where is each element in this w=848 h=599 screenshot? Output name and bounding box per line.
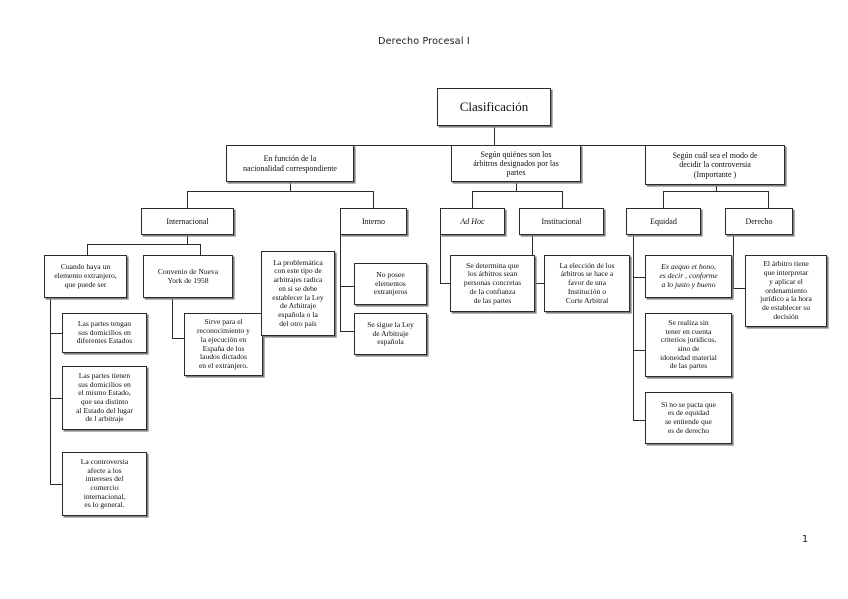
connector-l1a-stem — [290, 182, 291, 191]
connector-derecho-spine — [733, 235, 734, 288]
node-leaf-si-no-se-pacta-equidad[interactable]: Si no se pacta que es de equidad se enti… — [645, 392, 732, 444]
connector-l1c-stem — [716, 185, 717, 191]
connector-root-stem — [494, 126, 495, 145]
connector-cuandohaya-spine — [50, 298, 51, 484]
connector-equidad-spine — [633, 235, 634, 420]
node-label: Se determina que los árbitros sean perso… — [463, 260, 522, 305]
connector-l1c-to-equidad — [663, 191, 664, 208]
node-leaf-partes-mismo-estado[interactable]: Las partes tienen sus domicilios en el m… — [62, 366, 147, 430]
connector-l1b-bus — [472, 191, 562, 192]
node-leaf-partes-domicilios-diferentes-estados[interactable]: Las partes tengan sus domicilios en dife… — [62, 313, 147, 353]
node-label: Si no se pacta que es de equidad se enti… — [661, 399, 716, 435]
node-l1-arbitros-designados[interactable]: Según quiénes son los árbitros designado… — [451, 145, 581, 182]
node-leaf-sin-criterios-juridicos[interactable]: Se realiza sin tener en cuenta criterios… — [645, 313, 732, 377]
node-l2-derecho[interactable]: Derecho — [725, 208, 793, 235]
node-label: La controversia afecte a los intereses d… — [80, 456, 129, 510]
connector-internacional-bus — [87, 244, 200, 245]
node-leaf-reconocimiento-ejecucion-laudos[interactable]: Sirve para el reconocimiento y la ejecuc… — [184, 313, 263, 376]
node-l2-interno[interactable]: Interno — [340, 208, 407, 235]
node-root-clasificacion[interactable]: Clasificación — [437, 88, 551, 126]
connector-equidad-to-b — [633, 350, 645, 351]
connector-cuandohaya-to-a — [50, 333, 62, 334]
node-label: Ad Hoc — [460, 216, 485, 226]
node-label: No posee elementos extranjeros — [373, 269, 408, 297]
node-l1-nacionalidad[interactable]: En función de la nacionalidad correspond… — [226, 145, 354, 182]
node-l2-internacional[interactable]: Internacional — [141, 208, 234, 235]
connector-adhoc-to-a — [440, 283, 450, 284]
connector-equidad-to-c — [633, 420, 645, 421]
node-label: Cuando haya un elemento extranjero, que … — [54, 262, 117, 289]
node-l1-modo-decidir[interactable]: Según cuál sea el modo de decidir la con… — [645, 145, 785, 185]
node-leaf-arbitro-interpreta-ordenamiento[interactable]: El árbitro tiene que interpretar y aplic… — [745, 255, 827, 327]
connector-l1a-to-internacional — [187, 191, 188, 208]
node-label: Derecho — [745, 216, 773, 226]
connector-problematica-spine — [340, 235, 341, 237]
connector-l1b-stem — [516, 182, 517, 191]
node-leaf-problematica-ley-arbitraje[interactable]: La problemática con este tipo de arbitra… — [261, 251, 335, 336]
node-leaf-arbitros-personas-concretas[interactable]: Se determina que los árbitros sean perso… — [450, 255, 535, 312]
node-label: Interno — [361, 216, 386, 226]
node-label: Convenio de Nueva York de 1958 — [157, 266, 219, 285]
connector-interno-to-a — [340, 286, 354, 287]
connector-institucional-to-a — [532, 283, 544, 284]
node-label: La problemática con este tipo de arbitra… — [272, 257, 324, 328]
page-title: Derecho Procesal I — [378, 36, 470, 47]
node-label: La elección de los árbitros se hace a fa… — [559, 260, 615, 305]
node-leaf-convenio-nueva-york[interactable]: Convenio de Nueva York de 1958 — [143, 255, 233, 298]
node-l2-institucional[interactable]: Institucional — [519, 208, 604, 235]
connector-equidad-to-a — [633, 277, 645, 278]
connector-l1c-to-derecho — [768, 191, 769, 208]
connector-cuandohaya-to-c — [50, 484, 62, 485]
connector-l1b-to-adhoc — [472, 191, 473, 208]
node-label: En función de la nacionalidad correspond… — [243, 154, 337, 173]
node-label: Institucional — [541, 216, 582, 226]
page-number: 1 — [801, 534, 809, 545]
node-leaf-cuando-haya-elemento-extranjero[interactable]: Cuando haya un elemento extranjero, que … — [44, 255, 127, 298]
node-leaf-ex-aequo-et-bono[interactable]: Ex aequo et bono, es decir , conforme a … — [645, 255, 732, 298]
node-label: Las partes tengan sus domicilios en dife… — [76, 318, 133, 346]
connector-interno-spine — [340, 235, 341, 331]
node-label: Ex aequo et bono, es decir , conforme a … — [659, 262, 718, 289]
node-label: Clasificación — [459, 98, 529, 114]
node-leaf-se-sigue-ley-arbitraje-espanola[interactable]: Se sigue la Ley de Arbitraje española — [354, 313, 427, 355]
connector-internacional-stem — [187, 235, 188, 244]
connector-l1c-bus — [663, 191, 768, 192]
node-l2-ad-hoc[interactable]: Ad Hoc — [440, 208, 505, 235]
node-label: El árbitro tiene que interpretar y aplic… — [760, 259, 812, 321]
node-label: Internacional — [166, 216, 209, 226]
node-leaf-eleccion-institucion-corte-arbitral[interactable]: La elección de los árbitros se hace a fa… — [544, 255, 630, 312]
node-label: Se sigue la Ley de Arbitraje española — [367, 319, 414, 347]
node-label: Según cuál sea el modo de decidir la con… — [672, 151, 758, 179]
connector-internacional-to-c2 — [200, 244, 201, 255]
connector-adhoc-spine — [440, 235, 441, 283]
node-label: Se realiza sin tener en cuenta criterios… — [660, 317, 717, 371]
connector-l1a-bus — [187, 191, 373, 192]
node-leaf-controversia-comercio-internacional[interactable]: La controversia afecte a los intereses d… — [62, 452, 147, 516]
connector-convenio-spine — [172, 298, 173, 338]
connector-derecho-to-a — [733, 288, 745, 289]
node-label: Sirve para el reconocimiento y la ejecuc… — [197, 317, 250, 370]
connector-convenio-to-a — [172, 338, 184, 339]
connector-internacional-to-c1 — [87, 244, 88, 255]
connector-l1a-to-interno — [373, 191, 374, 208]
node-label: Equidad — [650, 216, 677, 226]
node-label: Según quiénes son los árbitros designado… — [473, 149, 559, 178]
connector-interno-to-b — [340, 331, 354, 332]
node-l2-equidad[interactable]: Equidad — [626, 208, 701, 235]
node-label: Las partes tienen sus domicilios en el m… — [76, 370, 133, 424]
connector-cuandohaya-to-b — [50, 398, 62, 399]
connector-l1b-to-institucional — [562, 191, 563, 208]
node-leaf-no-posee-elementos-extranjeros[interactable]: No posee elementos extranjeros — [354, 263, 427, 305]
